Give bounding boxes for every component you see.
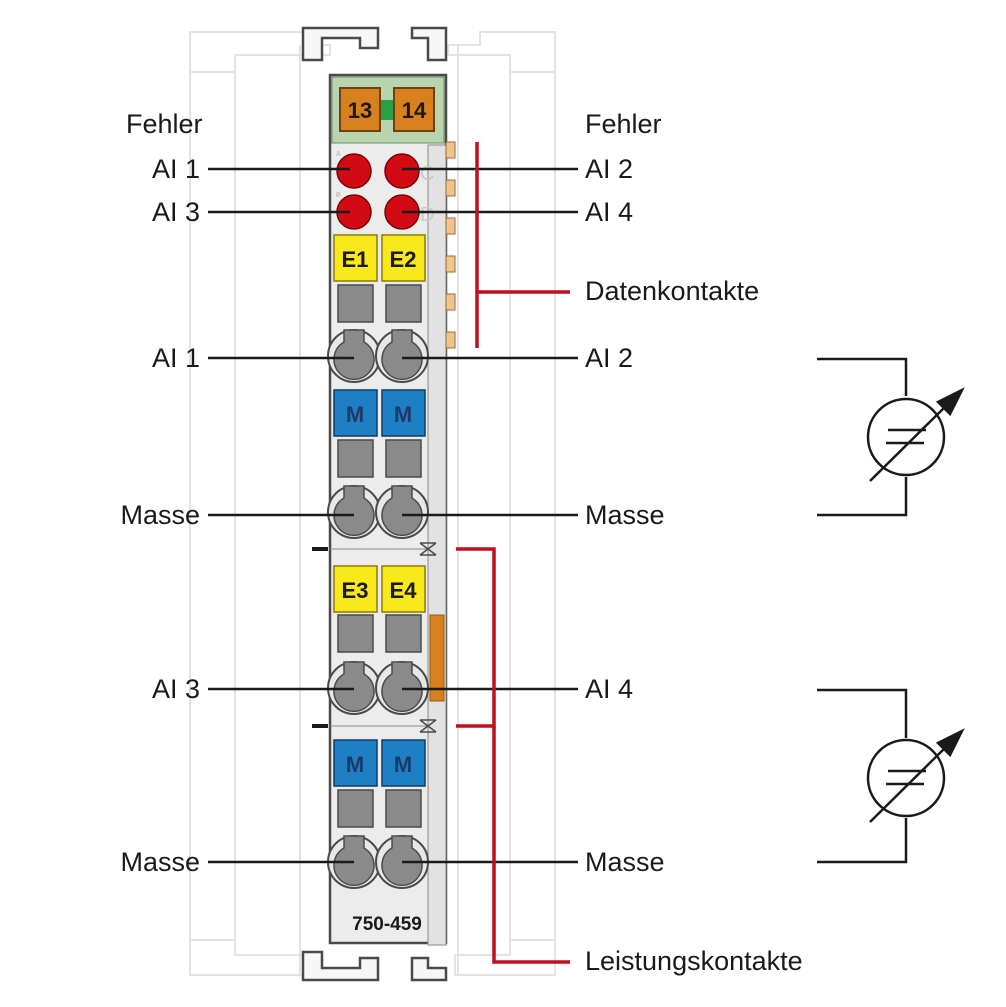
current-source-symbol-2 — [817, 688, 965, 864]
led-a — [336, 153, 372, 189]
tag-13-text: 13 — [348, 98, 372, 123]
tag-e2 — [381, 234, 426, 282]
ghost-neighbour-outlines — [189, 31, 556, 976]
led-letter-c: C — [420, 163, 434, 185]
release-button-row-1 — [337, 284, 422, 323]
leader-lines-left — [208, 167, 354, 864]
tag-14 — [393, 87, 435, 132]
clamp-row-1 — [327, 329, 429, 383]
release-button-row-4 — [337, 789, 422, 828]
tag-e3 — [333, 565, 378, 613]
tag-e4 — [381, 565, 426, 613]
tag-e1 — [333, 234, 378, 282]
tag-e1-text: E1 — [342, 247, 369, 272]
label-datenkontakte: Datenkontakte — [585, 276, 759, 306]
tag-13 — [339, 87, 381, 132]
tag-m4-text: M — [394, 752, 412, 777]
label-ai2-led: AI 2 — [585, 154, 633, 184]
leader-lines-right — [402, 167, 578, 864]
tag-m3-text: M — [346, 752, 364, 777]
data-contacts-bracket — [475, 142, 570, 348]
led-letter-d: D — [420, 204, 434, 226]
tag-m3 — [333, 739, 378, 787]
tag-e4-text: E4 — [390, 578, 418, 603]
label-masse-left-1: Masse — [120, 500, 200, 530]
release-button-row-2 — [337, 439, 422, 478]
tag-e3-text: E3 — [342, 578, 369, 603]
label-leistungskontakte: Leistungskontakte — [585, 946, 803, 976]
model-number: 750-459 — [352, 914, 422, 935]
tag-e2-text: E2 — [390, 247, 417, 272]
tag-m1-text: M — [346, 402, 364, 427]
label-ai4-input: AI 4 — [585, 674, 633, 704]
fuse-indicator — [378, 100, 396, 120]
power-contacts-bracket — [456, 547, 570, 964]
label-masse-left-2: Masse — [120, 847, 200, 877]
power-contact-marker-1 — [419, 542, 437, 556]
release-button-row-3 — [337, 614, 422, 653]
label-masse-right-1: Masse — [585, 500, 665, 530]
tag-m1 — [333, 389, 378, 437]
label-masse-right-2: Masse — [585, 847, 665, 877]
label-ai2-input: AI 2 — [585, 343, 633, 373]
locking-hooks — [301, 26, 448, 982]
power-contact-marker-2 — [419, 719, 437, 733]
label-ai1-input: AI 1 — [152, 343, 200, 373]
tag-m2 — [381, 389, 426, 437]
tag-m4 — [381, 739, 426, 787]
led-c — [384, 153, 420, 189]
led-letter-b: B — [336, 192, 341, 199]
label-ai4-led: AI 4 — [585, 197, 633, 227]
current-source-symbol-1 — [817, 357, 965, 517]
label-fehler-left: Fehler — [126, 109, 203, 139]
power-contact-blade — [429, 614, 445, 702]
module-side-edge — [427, 144, 447, 946]
tag-m2-text: M — [394, 402, 412, 427]
data-contact-pads — [445, 141, 456, 349]
label-fehler-right: Fehler — [585, 109, 662, 139]
label-ai3-led: AI 3 — [152, 197, 200, 227]
label-ai1-led: AI 1 — [152, 154, 200, 184]
led-letter-a: A — [336, 151, 341, 158]
clamp-row-2 — [327, 485, 429, 539]
tag-14-text: 14 — [402, 98, 427, 123]
label-ai3-input: AI 3 — [152, 674, 200, 704]
